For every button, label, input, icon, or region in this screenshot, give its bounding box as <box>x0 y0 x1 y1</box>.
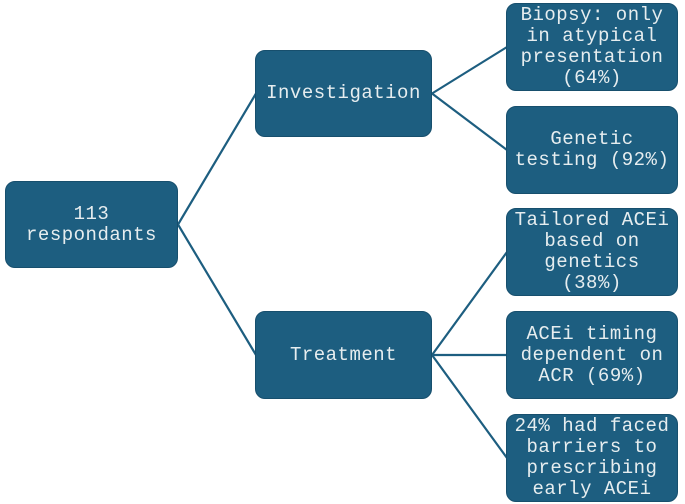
node-investigation-label: Investigation <box>266 82 421 104</box>
node-treatment-label: Treatment <box>289 343 398 366</box>
node-genetic-testing-label: Genetic testing (92%) <box>514 128 670 171</box>
node-investigation: Investigation <box>255 50 432 137</box>
connector-investigation-biopsy <box>430 45 509 95</box>
connector-root-treatment <box>176 223 258 357</box>
node-barriers: 24% had faced barriers to prescribing ea… <box>506 414 678 502</box>
node-acei-timing: ACEi timing dependent on ACR (69%) <box>506 311 678 399</box>
node-tailored-acei-label: Tailored ACEi based on genetics (38%) <box>514 209 670 294</box>
node-root-label: 113 respondants <box>26 202 157 246</box>
node-barriers-label: 24% had faced barriers to prescribing ea… <box>514 415 670 500</box>
node-tailored-acei: Tailored ACEi based on genetics (38%) <box>506 208 678 296</box>
connector-treatment-barriers <box>430 353 509 460</box>
node-genetic-testing: Genetic testing (92%) <box>506 106 678 194</box>
node-biopsy-label: Biopsy: only in atypical presentation (6… <box>520 4 664 89</box>
node-acei-timing-label: ACEi timing dependent on ACR (69%) <box>520 322 664 387</box>
node-treatment: Treatment <box>255 311 432 399</box>
node-biopsy: Biopsy: only in atypical presentation (6… <box>506 3 678 91</box>
connector-treatment-tailored-acei <box>430 250 509 357</box>
connector-investigation-genetic-testing <box>430 92 509 152</box>
connector-root-investigation <box>176 92 258 226</box>
node-root-respondants: 113 respondants <box>5 181 178 268</box>
